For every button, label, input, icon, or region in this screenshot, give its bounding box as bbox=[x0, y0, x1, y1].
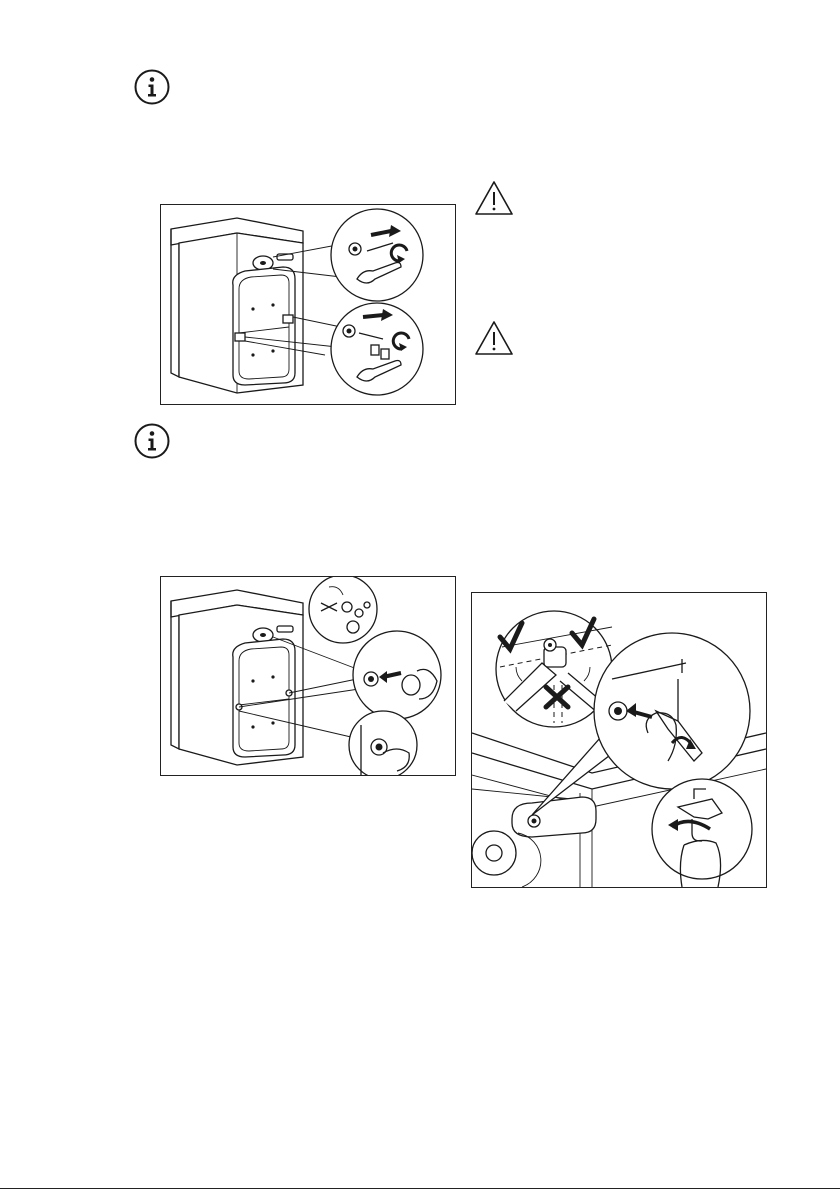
warning-icon bbox=[474, 180, 514, 216]
figure-inlet-hose bbox=[471, 592, 767, 888]
figure-transit-bolts bbox=[160, 204, 456, 405]
page-bottom-rule bbox=[0, 1188, 840, 1189]
info-icon bbox=[133, 422, 171, 460]
warning-icon bbox=[474, 320, 514, 356]
info-icon bbox=[133, 68, 171, 106]
figure-plastic-caps bbox=[160, 576, 456, 776]
